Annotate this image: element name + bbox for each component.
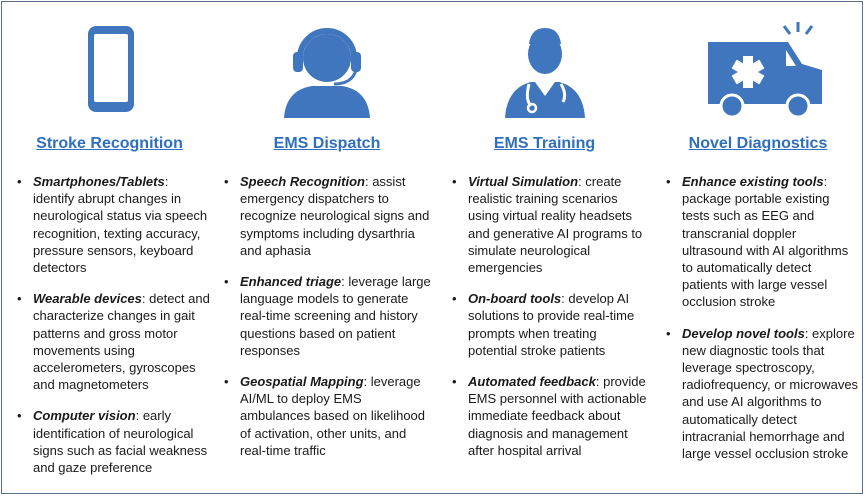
item-term: Wearable devices: [33, 291, 142, 307]
list-item: •Virtual Simulation: create realistic tr…: [452, 174, 643, 276]
list-item: •Computer vision: early identification o…: [17, 408, 208, 476]
item-text: create realistic training scenarios usin…: [468, 174, 643, 276]
column-title: Stroke Recognition: [36, 135, 183, 152]
smartphone-icon: [48, 14, 178, 124]
list-item: •Smartphones/Tablets: identify abrupt ch…: [17, 174, 208, 276]
item-list: •Virtual Simulation: create realistic tr…: [450, 173, 648, 473]
list-item: •Automated feedback: provide EMS personn…: [452, 374, 647, 458]
headset-operator-icon: [262, 14, 392, 124]
item-text: develop AI solutions to provide real-tim…: [468, 291, 635, 358]
item-text: explore new diagnostic tools that levera…: [682, 325, 859, 462]
item-term: Virtual Simulation: [468, 174, 579, 189]
item-list: •Enhance existing tools: package portabl…: [664, 173, 860, 476]
item-term: Develop novel tools: [682, 325, 805, 341]
item-term: On-board tools: [468, 291, 562, 307]
item-term: Computer vision: [33, 408, 136, 424]
list-item: •Wearable devices: detect and characteri…: [17, 291, 210, 393]
item-text: detect and characterize changes in gait …: [33, 291, 210, 393]
item-term: Automated feedback: [468, 374, 596, 390]
item-text: identify abrupt changes in neurological …: [33, 191, 208, 276]
item-text: provide EMS personnel with actionable im…: [468, 374, 647, 458]
item-term: Enhance existing tools: [682, 174, 824, 189]
list-item: •Enhance existing tools: package portabl…: [666, 174, 849, 310]
column-title: EMS Training: [493, 135, 596, 152]
item-text: package portable existing tests such as …: [682, 191, 849, 310]
column-title: Novel Diagnostics: [688, 135, 828, 152]
list-item: •Enhanced triage: leverage large languag…: [224, 274, 431, 358]
item-text: assist emergency dispatchers to recogniz…: [240, 174, 430, 258]
item-term: Smartphones/Tablets: [33, 174, 165, 189]
list-item: •On-board tools: develop AI solutions to…: [452, 291, 635, 358]
list-item: •Speech Recognition: assist emergency di…: [224, 174, 430, 258]
item-text: leverage large language models to genera…: [240, 274, 431, 358]
column-title: EMS Dispatch: [273, 135, 381, 152]
doctor-icon: [479, 14, 609, 124]
item-term: Geospatial Mapping: [240, 374, 364, 390]
item-text: early identification of neurological sig…: [33, 408, 208, 476]
item-list: •Speech Recognition: assist emergency di…: [222, 173, 432, 473]
item-term: Enhanced triage: [240, 274, 342, 290]
item-list: •Smartphones/Tablets: identify abrupt ch…: [15, 173, 210, 490]
item-text: leverage AI/ML to deploy EMS ambulances …: [240, 374, 426, 458]
ambulance-icon: [698, 14, 828, 124]
list-item: •Geospatial Mapping: leverage AI/ML to d…: [224, 374, 426, 458]
list-item: •Develop novel tools: explore new diagno…: [666, 325, 859, 462]
item-term: Speech Recognition: [240, 174, 365, 189]
